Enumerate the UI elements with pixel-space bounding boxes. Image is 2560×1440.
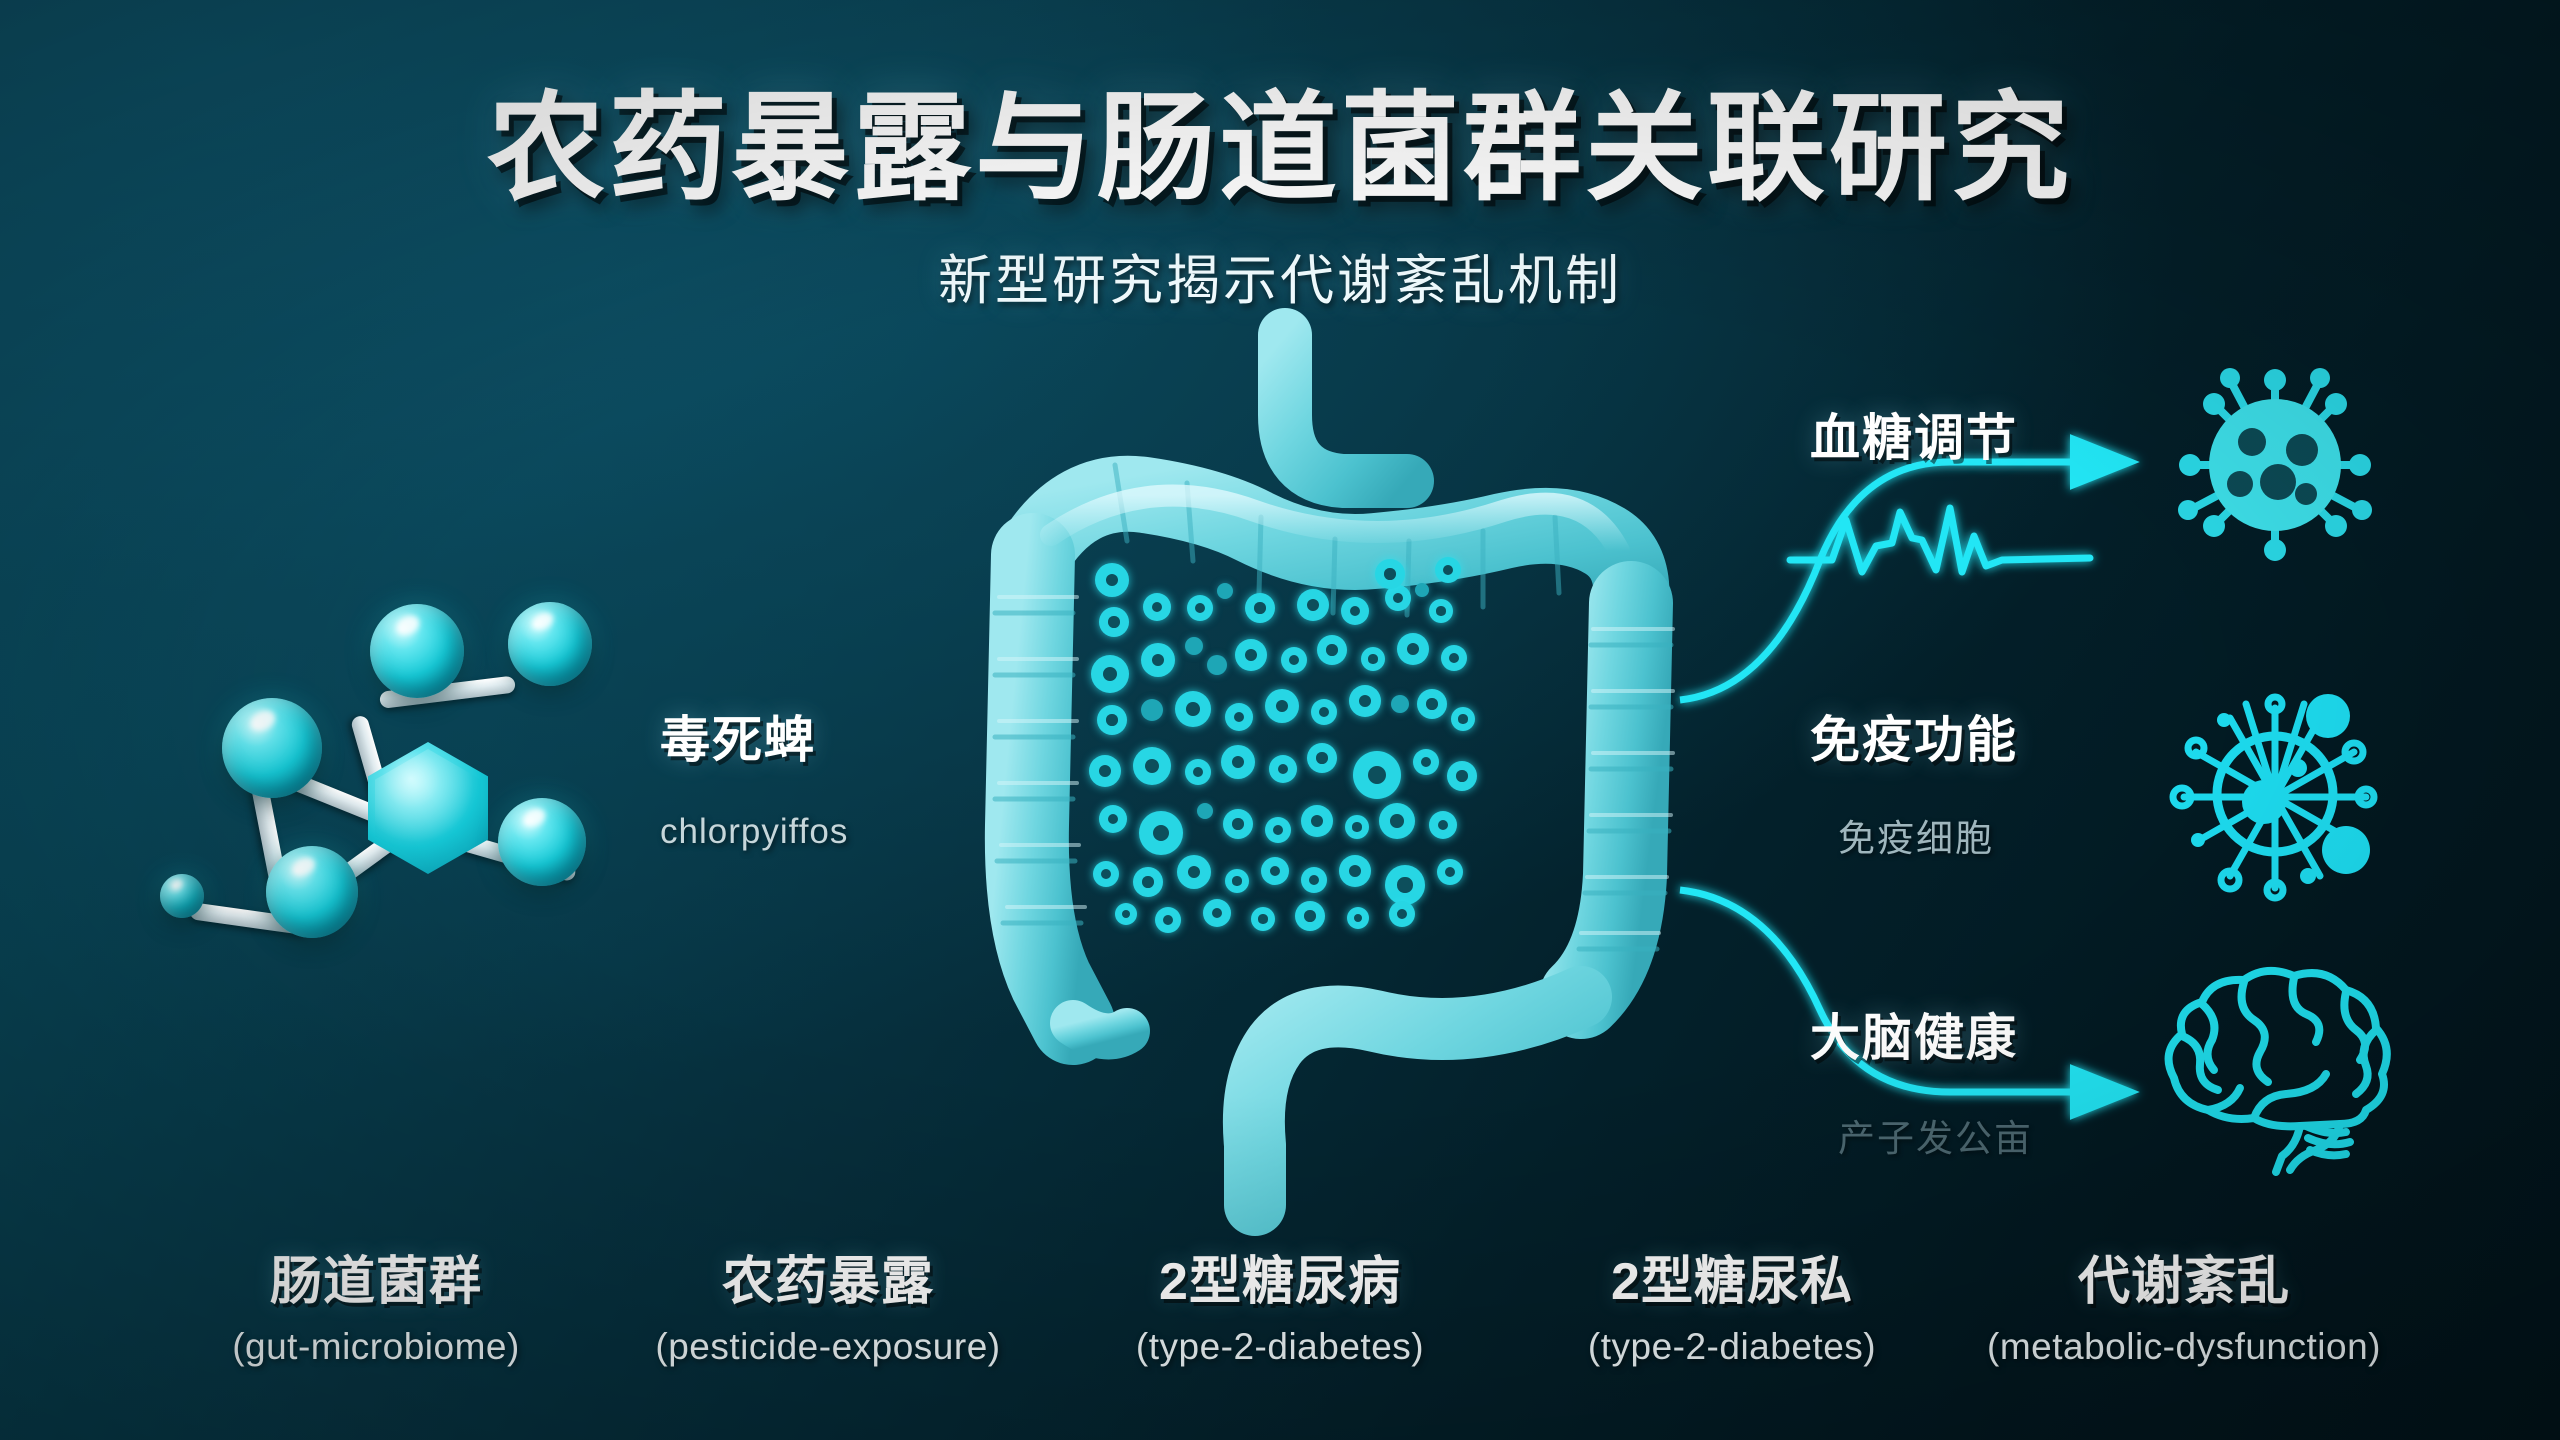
legend-row: 肠道菌群 (gut-microbiome) 农药暴露 (pesticide-ex… [0, 1239, 2560, 1368]
legend-label-en: (type-2-diabetes) [1135, 1326, 1425, 1367]
legend-item: 代谢紊乱 (metabolic-dysfunction) [1984, 1239, 2384, 1368]
virus-icon [2170, 360, 2380, 570]
microbiome-cluster [1085, 555, 1485, 935]
legend-label-zh: 2型糖尿病 [1159, 1253, 1401, 1311]
legend-label-zh: 农药暴露 [721, 1253, 934, 1311]
legend-label-en: (pesticide-exposure) [655, 1326, 1001, 1367]
legend-item: 2型糖尿病 (type-2-diabetes) [1080, 1239, 1480, 1368]
molecule-atom [160, 874, 204, 918]
pesticide-label: 毒死蜱 [660, 712, 816, 768]
immune-cell-icon [2168, 690, 2383, 905]
legend-label-zh: 代谢紊乱 [2077, 1253, 2290, 1311]
legend-item: 农药暴露 (pesticide-exposure) [628, 1239, 1028, 1368]
legend-item: 肠道菌群 (gut-microbiome) [176, 1239, 576, 1368]
outcome-sublabel-brain: 产子发公亩 [1838, 1118, 2033, 1159]
molecule-atom [266, 846, 358, 938]
outcome-label-glucose: 血糖调节 [1810, 410, 2018, 466]
pesticide-sublabel: chlorpyiffos [660, 812, 849, 851]
outcome-label-immune: 免疫功能 [1810, 712, 2018, 768]
arrow-gut-to-glucose [1679, 434, 2140, 704]
legend-label-en: (metabolic-dysfunction) [1987, 1326, 2381, 1367]
legend-label-zh: 2型糖尿私 [1611, 1253, 1853, 1311]
legend-label-en: (gut-microbiome) [232, 1326, 520, 1367]
page-subtitle: 新型研究揭示代谢紊乱机制 [938, 251, 1622, 311]
page-title: 农药暴露与肠道菌群关联研究 [486, 83, 2073, 215]
brain-icon [2150, 960, 2400, 1176]
legend-item: 2型糖尿私 (type-2-diabetes) [1532, 1239, 1932, 1368]
outcome-label-brain: 大脑健康 [1810, 1010, 2018, 1066]
legend-label-zh: 肠道菌群 [269, 1253, 482, 1311]
molecule-atom [222, 698, 322, 798]
intestine-icon [955, 308, 1695, 1236]
molecule-atom [370, 604, 464, 698]
molecule-atom [498, 798, 586, 886]
molecule-icon [130, 580, 610, 1000]
legend-label-en: (type-2-diabetes) [1587, 1326, 1877, 1367]
glucose-waveform-icon [1786, 504, 2094, 576]
outcome-sublabel-immune: 免疫细胞 [1838, 818, 1994, 859]
molecule-atom [508, 602, 592, 686]
